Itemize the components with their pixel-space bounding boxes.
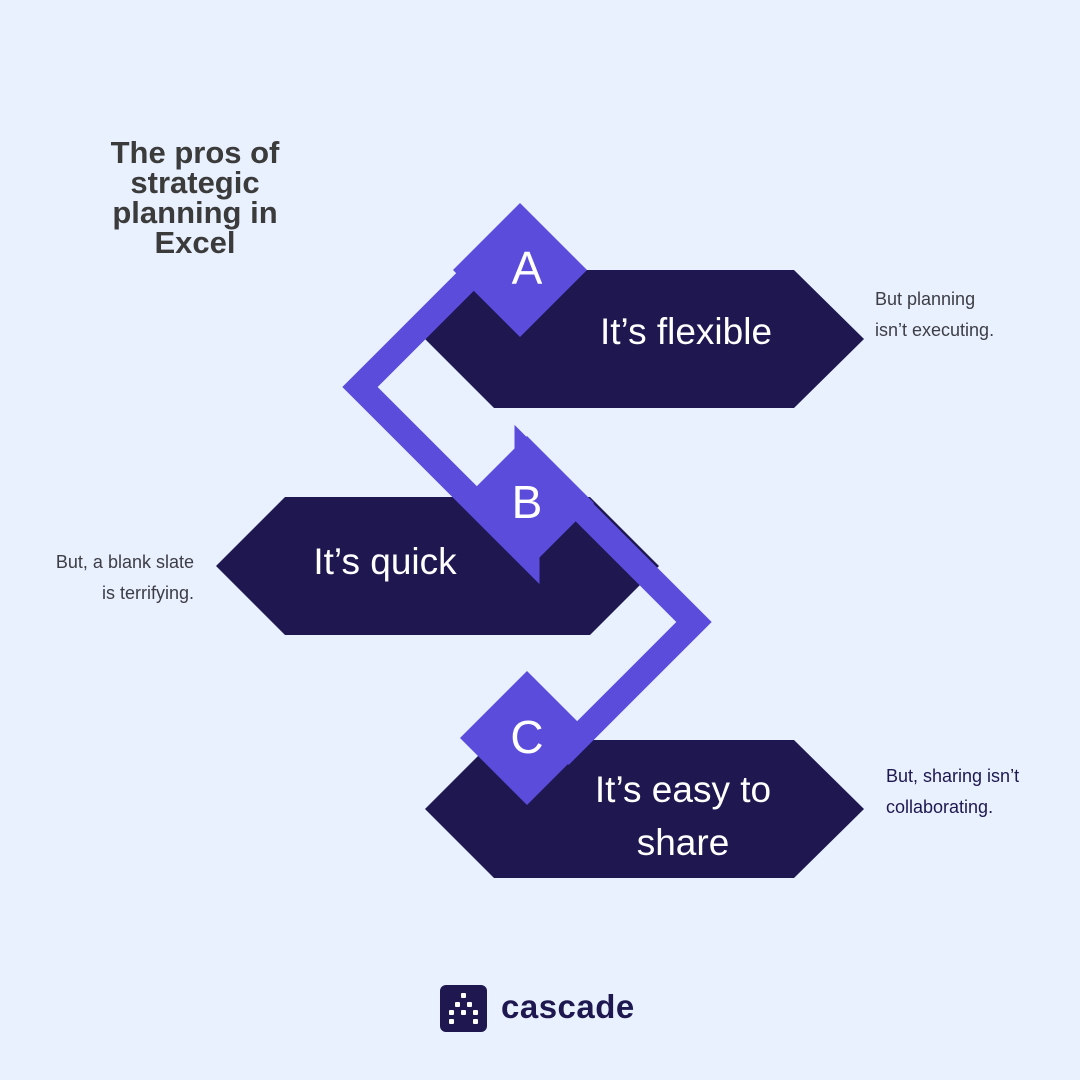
step-label-a: It’s flexible xyxy=(600,311,772,352)
page-title: The pros of strategic planning in Excel xyxy=(60,135,330,260)
step-label-c-line1: It’s easy to xyxy=(595,769,771,810)
note-line: isn’t executing. xyxy=(875,320,995,340)
title-line: strategic xyxy=(130,165,260,200)
step-letter-b: B xyxy=(512,476,543,528)
brand-name: cascade xyxy=(501,988,635,1025)
title-line: The pros of xyxy=(110,135,280,170)
title-line: Excel xyxy=(154,225,236,260)
step-letter-c: C xyxy=(510,711,543,763)
step-label-b: It’s quick xyxy=(313,541,457,582)
cascade-logo-icon xyxy=(440,985,487,1032)
diamond-b xyxy=(460,436,594,570)
step-letter-a: A xyxy=(512,242,543,294)
note-line: is terrifying. xyxy=(101,583,194,603)
diamond-c xyxy=(460,671,594,805)
step-label-c-line2: share xyxy=(637,822,730,863)
note-line: But planning xyxy=(875,289,976,309)
note-line: collaborating. xyxy=(886,797,994,817)
title-line: planning in xyxy=(112,195,278,230)
note-b: But, a blank slate is terrifying. xyxy=(0,547,194,609)
note-c: But, sharing isn’t collaborating. xyxy=(886,761,1019,823)
note-line: But, sharing isn’t xyxy=(886,766,1020,786)
note-a: But planning isn’t executing. xyxy=(875,284,994,346)
note-line: But, a blank slate xyxy=(55,552,194,572)
diamond-a xyxy=(453,203,587,337)
